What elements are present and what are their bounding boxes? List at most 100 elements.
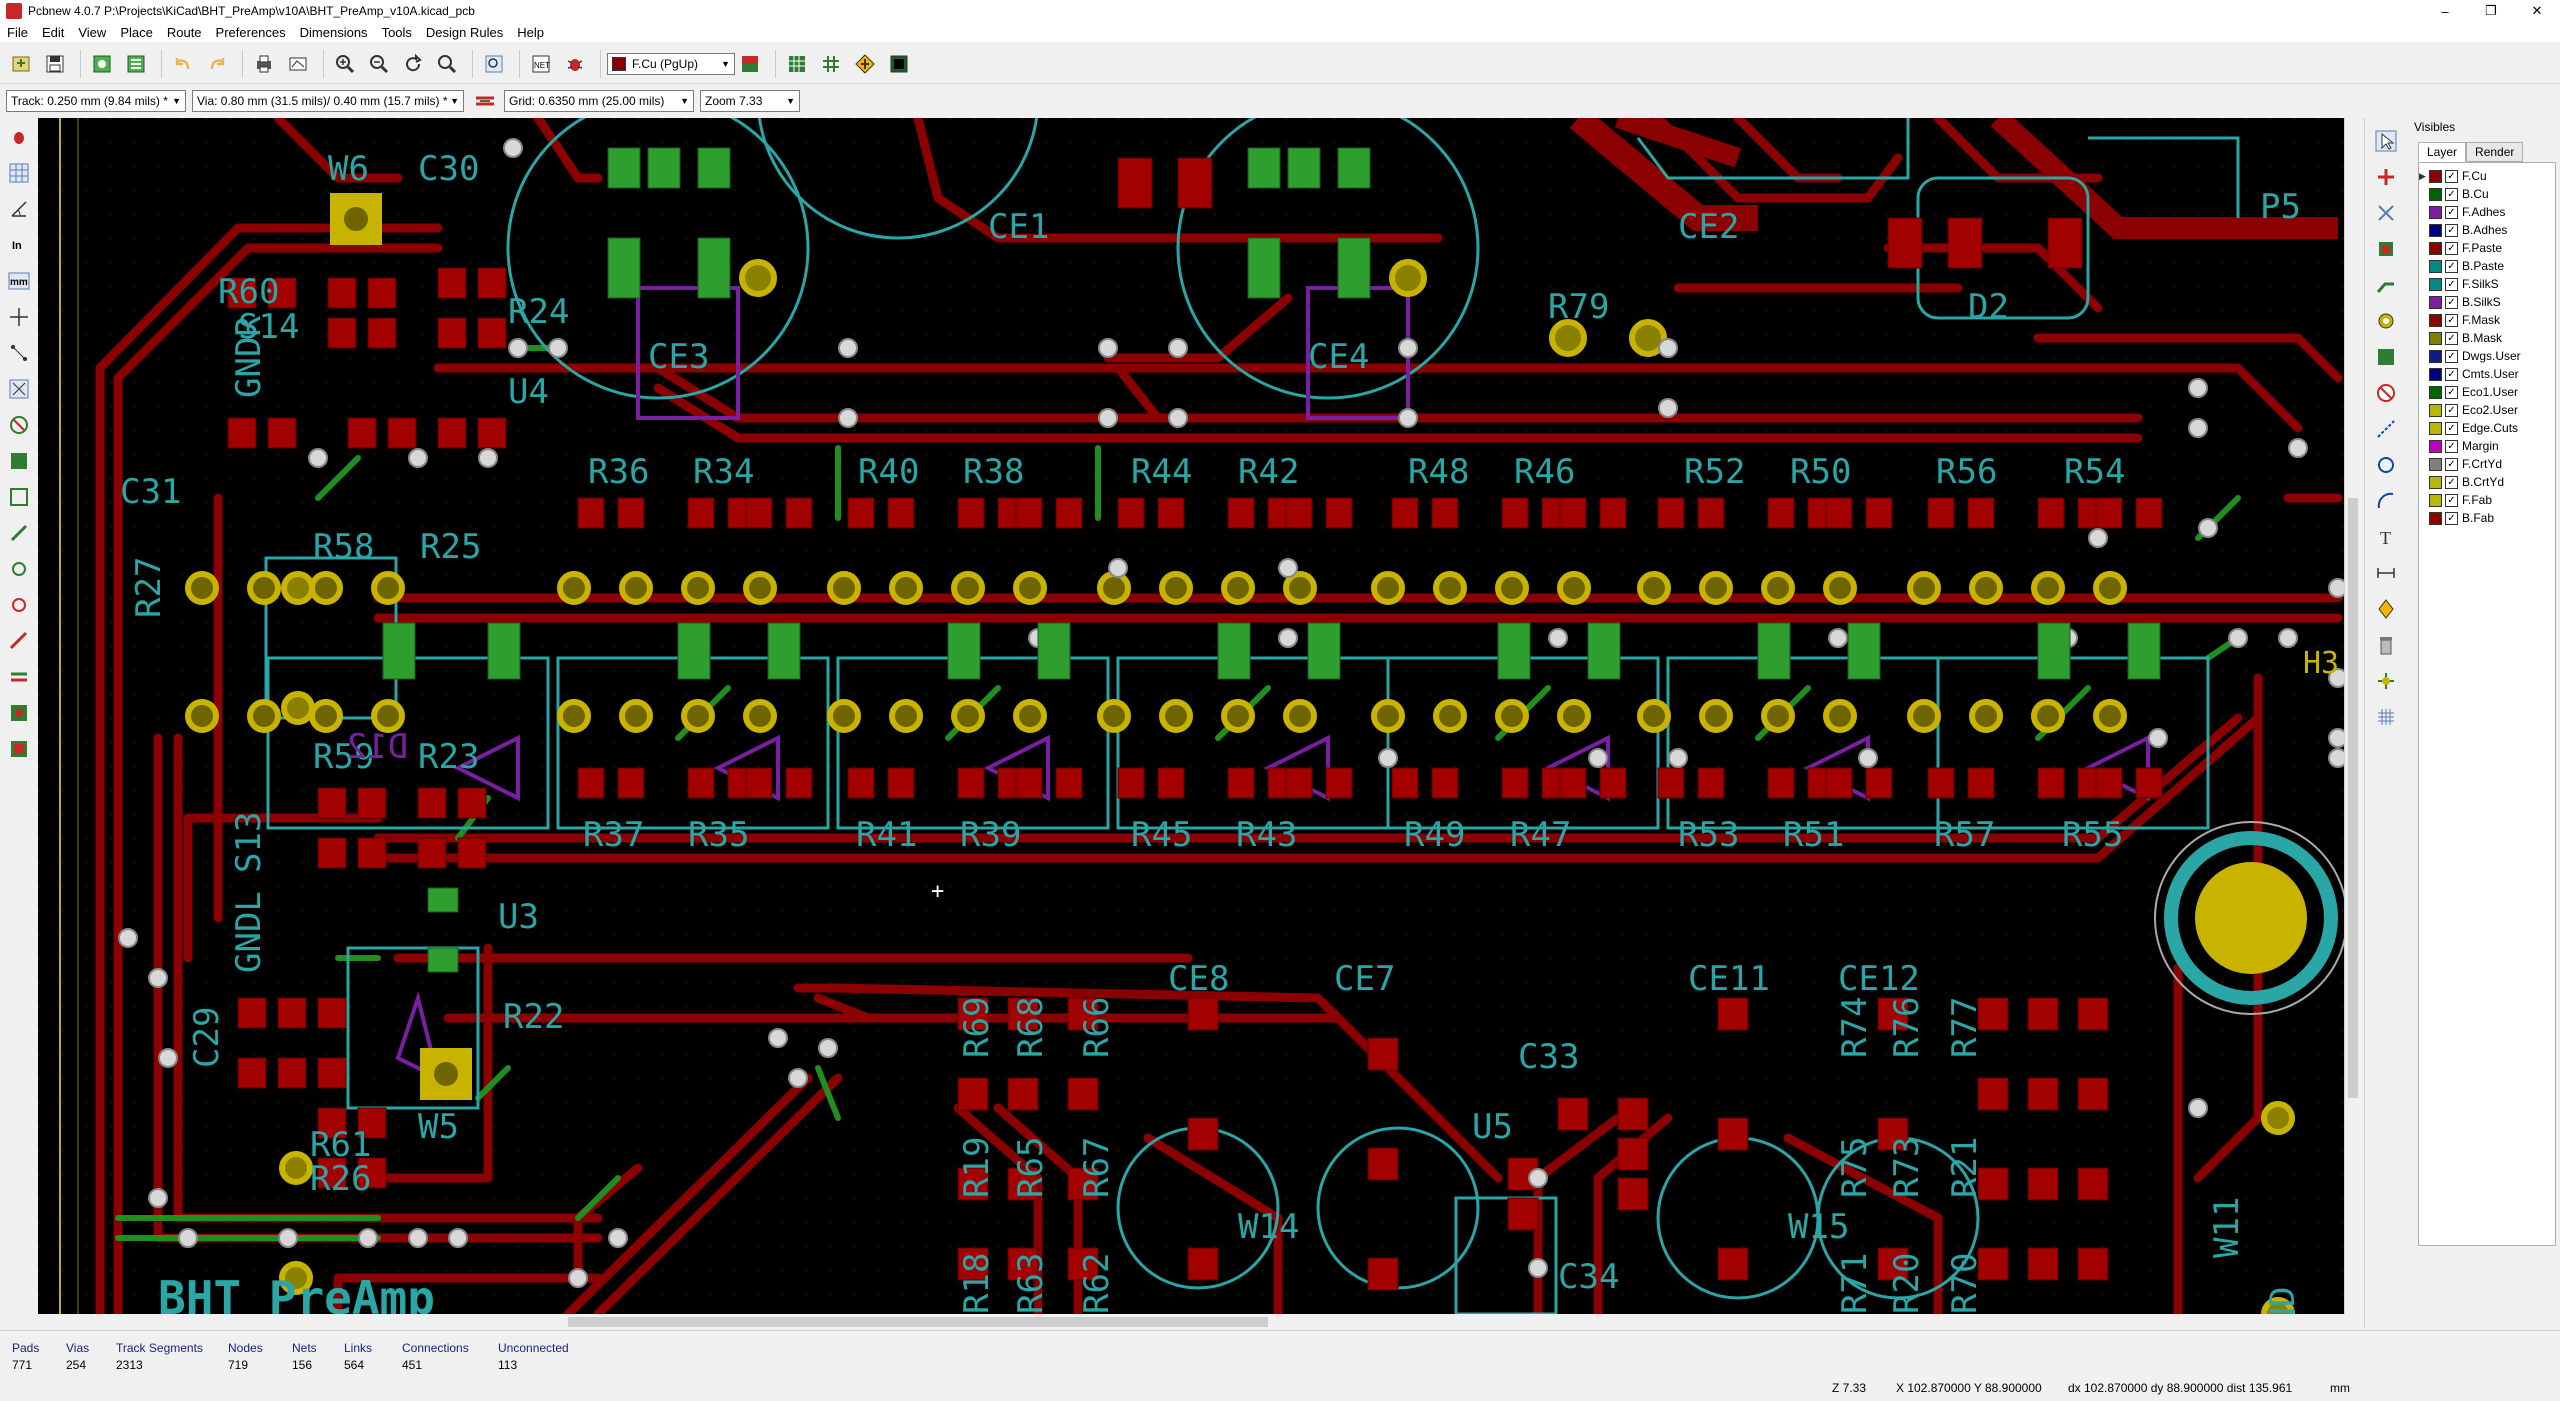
save-icon[interactable]	[40, 49, 70, 79]
through-hole-pad[interactable]	[1495, 571, 1529, 605]
layer-visibility-checkbox[interactable]: ✓	[2445, 241, 2458, 255]
layer-visibility-checkbox[interactable]: ✓	[2445, 259, 2458, 273]
through-hole-pad[interactable]	[1013, 571, 1047, 605]
via[interactable]	[148, 968, 168, 988]
smd-pad[interactable]	[1367, 1257, 1399, 1291]
menu-place[interactable]: Place	[120, 24, 153, 40]
smd-pad[interactable]	[2027, 1077, 2059, 1111]
via[interactable]	[1828, 628, 1848, 648]
units-inch-icon[interactable]: In	[4, 230, 34, 260]
through-hole-pad[interactable]	[247, 699, 281, 733]
through-hole-pad[interactable]	[2031, 699, 2065, 733]
through-hole-pad[interactable]	[1699, 571, 1733, 605]
local-ratsnest-icon[interactable]	[2371, 198, 2401, 228]
via[interactable]	[448, 1228, 468, 1248]
layer-color-swatch[interactable]	[2429, 241, 2442, 255]
smd-pad[interactable]	[1177, 157, 1213, 209]
smd-pad[interactable]	[227, 277, 257, 309]
through-hole-pad[interactable]	[1907, 699, 1941, 733]
through-hole-pad[interactable]	[2093, 699, 2127, 733]
tab-render[interactable]: Render	[2466, 142, 2524, 162]
zoom-in-icon[interactable]	[330, 49, 360, 79]
smd-pad[interactable]	[1559, 767, 1587, 799]
via[interactable]	[768, 1028, 788, 1048]
smd-pad[interactable]	[2077, 1077, 2109, 1111]
via[interactable]	[838, 338, 858, 358]
via[interactable]	[1278, 628, 1298, 648]
via-size-select[interactable]: Via: 0.80 mm (31.5 mils)/ 0.40 mm (15.7 …	[192, 90, 464, 112]
through-hole-pad[interactable]	[619, 699, 653, 733]
smd-pad[interactable]	[577, 767, 605, 799]
menu-design-rules[interactable]: Design Rules	[425, 24, 504, 40]
through-hole-pad[interactable]	[2031, 571, 2065, 605]
smd-pad[interactable]	[1887, 217, 1923, 269]
via[interactable]	[1858, 748, 1878, 768]
smd-pad[interactable]	[437, 267, 467, 299]
layer-visibility-checkbox[interactable]: ✓	[2445, 403, 2458, 417]
smd-pad[interactable]	[1767, 497, 1795, 529]
through-hole-pad[interactable]	[1907, 571, 1941, 605]
through-hole-pad[interactable]	[1159, 571, 1193, 605]
layer-row[interactable]: ✓B.CrtYd	[2419, 473, 2555, 491]
smd-pad[interactable]	[357, 837, 387, 869]
smd-pad[interactable]	[1285, 497, 1313, 529]
menu-edit[interactable]: Edit	[41, 24, 65, 40]
green-pads[interactable]	[382, 147, 2161, 973]
smd-pad[interactable]	[1599, 767, 1627, 799]
smd-pad[interactable]	[887, 767, 915, 799]
smd-pad[interactable]	[2027, 1247, 2059, 1281]
smd-pad[interactable]	[1559, 497, 1587, 529]
layer-row[interactable]: ✓B.Paste	[2419, 257, 2555, 275]
menu-help[interactable]: Help	[517, 24, 544, 40]
zoom-out-icon[interactable]	[364, 49, 394, 79]
plot-icon[interactable]	[283, 49, 313, 79]
smd-pad[interactable]	[1007, 997, 1039, 1031]
units-mm-icon[interactable]: mm	[4, 266, 34, 296]
layer-color-swatch[interactable]	[2429, 475, 2442, 489]
smd-pad[interactable]	[2135, 497, 2163, 529]
place-anchor-icon[interactable]	[2371, 666, 2401, 696]
layer-visibility-checkbox[interactable]: ✓	[2445, 187, 2458, 201]
layer-color-swatch[interactable]	[2429, 223, 2442, 237]
drc-bug-icon[interactable]	[560, 49, 590, 79]
zoom-select[interactable]: Zoom 7.33 ▼	[700, 90, 800, 112]
layer-visibility-checkbox[interactable]: ✓	[2445, 457, 2458, 471]
through-hole-pad[interactable]	[1371, 699, 1405, 733]
smd-pad[interactable]	[617, 497, 645, 529]
add-zone-icon[interactable]	[2371, 342, 2401, 372]
through-hole-pad[interactable]	[1761, 699, 1795, 733]
through-hole-pad[interactable]	[371, 699, 405, 733]
smd-pad[interactable]	[1967, 497, 1995, 529]
through-hole-pad[interactable]	[889, 571, 923, 605]
via[interactable]	[1398, 408, 1418, 428]
smd-pad[interactable]	[237, 997, 267, 1029]
smd-pad[interactable]	[1617, 1097, 1649, 1131]
layer-color-swatch[interactable]	[2429, 457, 2442, 471]
through-hole-pads[interactable]	[279, 259, 2295, 1314]
via[interactable]	[1108, 558, 1128, 578]
grid-icon[interactable]	[782, 49, 812, 79]
layer-row[interactable]: ✓B.Fab	[2419, 509, 2555, 527]
smd-pad[interactable]	[957, 767, 985, 799]
smd-pad[interactable]	[2037, 497, 2065, 529]
layer-color-swatch[interactable]	[2429, 295, 2442, 309]
layer-row[interactable]: ✓F.Paste	[2419, 239, 2555, 257]
through-hole-pad[interactable]	[309, 699, 343, 733]
layer-visibility-checkbox[interactable]: ✓	[2445, 493, 2458, 507]
new-board-icon[interactable]	[6, 49, 36, 79]
smd-pad[interactable]	[847, 497, 875, 529]
smd-pad[interactable]	[745, 767, 773, 799]
zoom-fit-icon[interactable]	[432, 49, 462, 79]
through-hole-pad[interactable]	[185, 699, 219, 733]
smd-pad[interactable]	[1391, 767, 1419, 799]
smd-pad[interactable]	[2037, 767, 2065, 799]
layer-color-swatch[interactable]	[2429, 169, 2442, 183]
through-hole-pad[interactable]	[1637, 699, 1671, 733]
smd-pad[interactable]	[1717, 997, 1749, 1031]
menu-tools[interactable]: Tools	[381, 24, 412, 40]
via[interactable]	[1588, 748, 1608, 768]
smd-pad[interactable]	[227, 417, 257, 449]
through-hole-pad[interactable]	[1433, 571, 1467, 605]
smd-pad[interactable]	[2095, 497, 2123, 529]
smd-pad[interactable]	[1015, 497, 1043, 529]
